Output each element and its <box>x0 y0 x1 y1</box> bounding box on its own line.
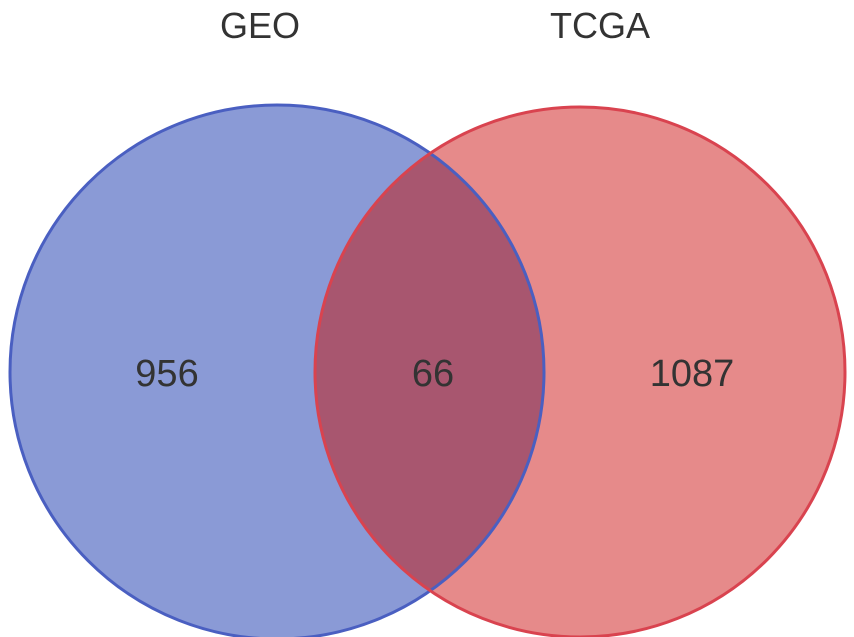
tcga-title: TCGA <box>550 5 650 46</box>
intersection-count: 66 <box>412 353 454 395</box>
tcga-circle-outline <box>313 105 847 637</box>
tcga-only-count: 1087 <box>650 353 735 395</box>
geo-only-count: 956 <box>135 353 198 395</box>
geo-circle-outline <box>8 103 546 637</box>
intersection-region <box>315 107 544 637</box>
geo-title: GEO <box>220 5 300 46</box>
